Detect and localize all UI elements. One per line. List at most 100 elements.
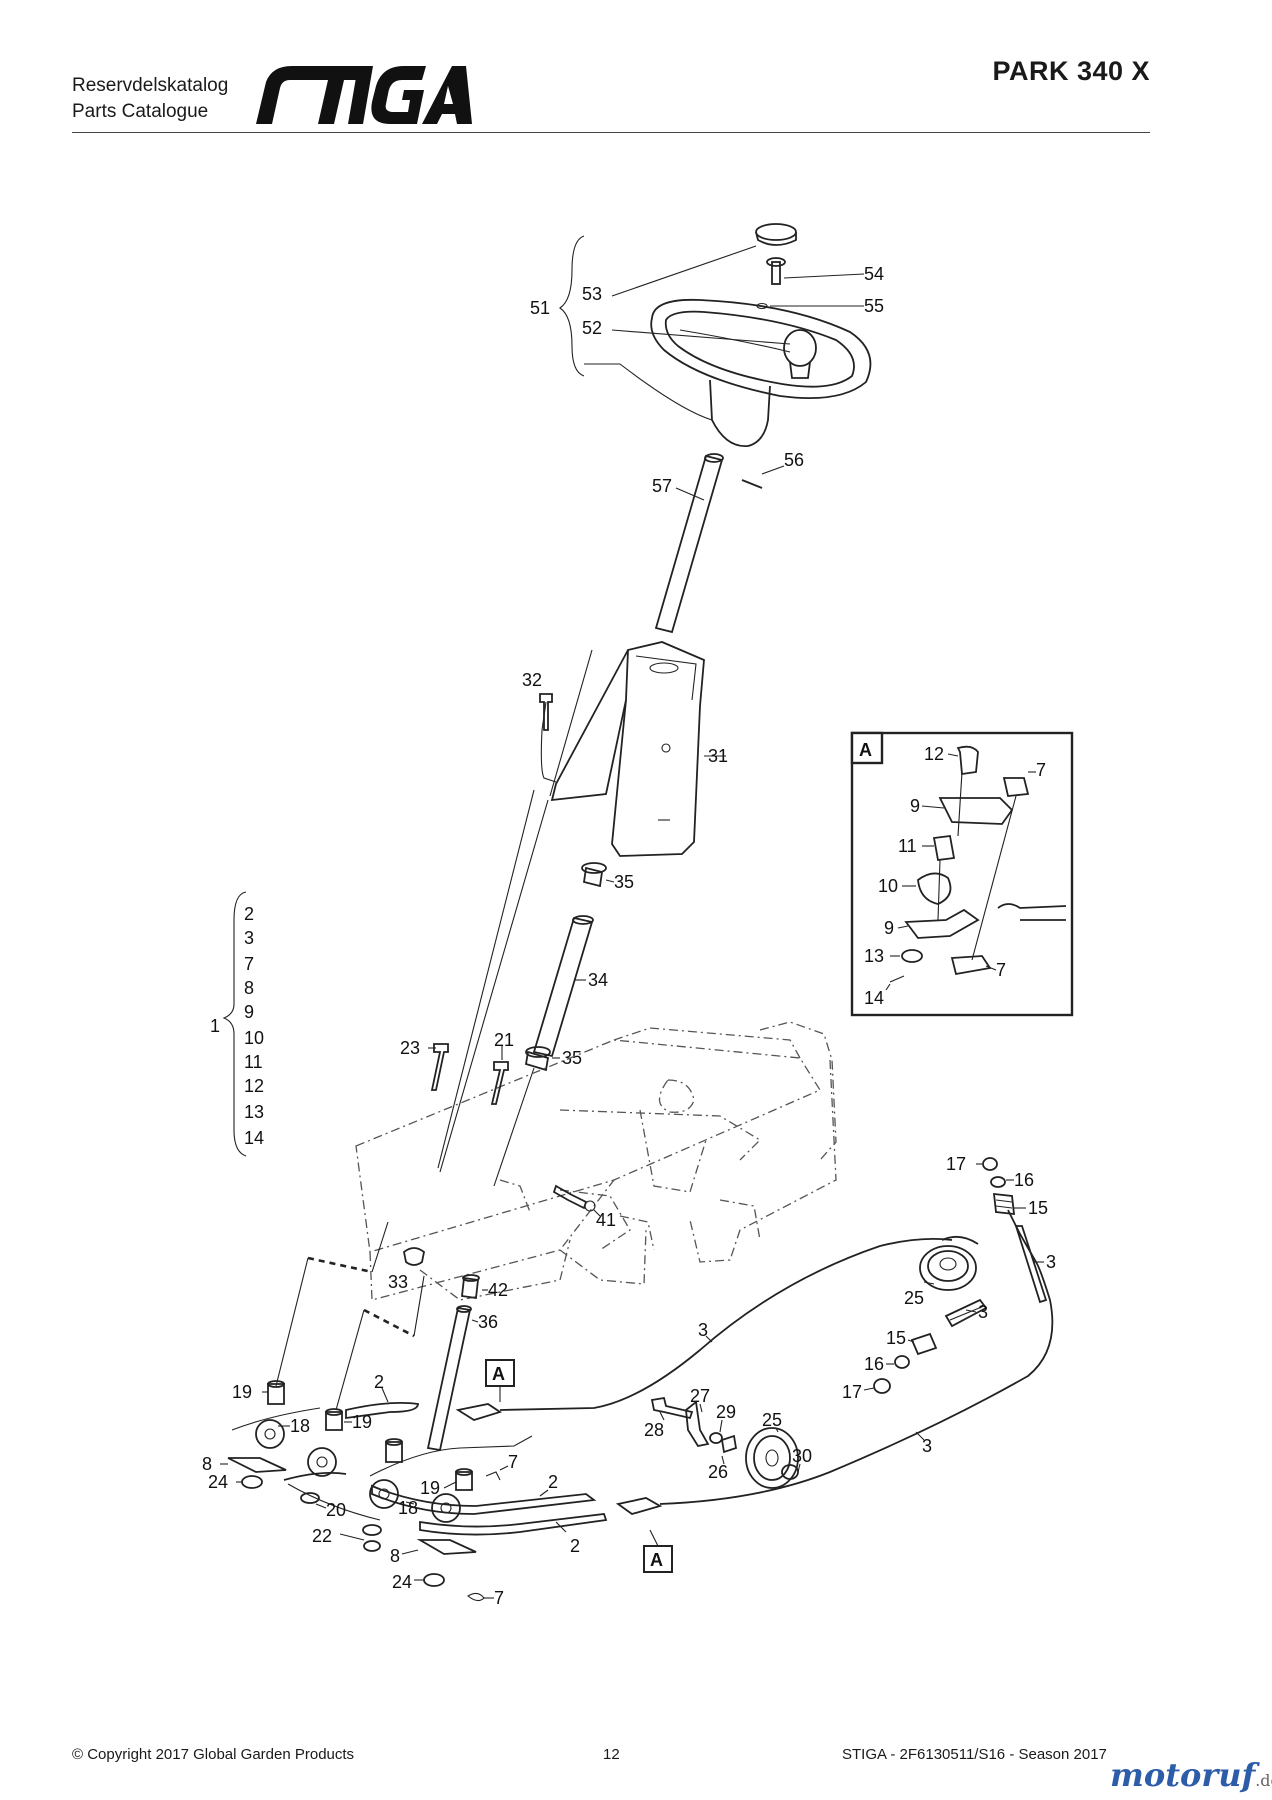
connector: [363, 1308, 415, 1338]
detail-a-callout-7-lower: 7: [996, 960, 1006, 980]
assembly-line: [439, 799, 549, 1173]
leader-30: [797, 1463, 801, 1473]
callout-34: 34: [588, 970, 608, 990]
footer-copyright: © Copyright 2017 Global Garden Products: [72, 1746, 355, 1763]
kit-1-label: 1: [210, 1016, 220, 1036]
callout-3-b: 3: [922, 1436, 932, 1456]
leader-20: [315, 1503, 327, 1509]
kit-1-item: 11: [244, 1052, 263, 1072]
ref-a-upper-label: A: [492, 1364, 505, 1384]
steering-shaft: [654, 453, 763, 634]
detail-a-callout-14: 14: [864, 988, 884, 1008]
idler-pulley-assembly: [650, 1396, 799, 1489]
callout-2-upper: 2: [374, 1372, 384, 1392]
callout-25-upper: 25: [904, 1288, 924, 1308]
assembly-line: [275, 1257, 309, 1387]
ref-a-lower-label: A: [650, 1550, 663, 1570]
leader-29: [719, 1419, 723, 1433]
leader-detail-9a: [921, 805, 945, 809]
callout-19-b: 19: [352, 1412, 372, 1432]
callout-16-lower: 16: [864, 1354, 884, 1374]
leader-2a: [381, 1387, 389, 1403]
kit-1-brace: [222, 891, 247, 1157]
cable-end-lower: [615, 1497, 663, 1515]
callout-51: 51: [530, 298, 550, 318]
assembly-line: [437, 789, 535, 1169]
column-tube: [524, 862, 607, 1072]
callout-28: 28: [644, 1420, 664, 1440]
callout-31: 31: [708, 746, 728, 766]
callout-19-c: 19: [420, 1478, 440, 1498]
leader-32: [540, 701, 557, 783]
callout-41: 41: [596, 1210, 616, 1230]
callout-29: 29: [716, 1402, 736, 1422]
catalog-title-line2: Parts Catalogue: [72, 101, 209, 122]
catalog-title-line1: Reservdelskatalog: [72, 75, 229, 96]
callout-24-b: 24: [392, 1572, 412, 1592]
callout-24-a: 24: [208, 1472, 228, 1492]
kit-1-item: 12: [244, 1076, 264, 1096]
kit-1-item: 10: [244, 1028, 264, 1048]
leader-detail-14: [885, 983, 891, 991]
connector: [307, 1256, 373, 1274]
watermark-tld: .de: [1255, 1771, 1272, 1790]
callout-32: 32: [522, 670, 542, 690]
leader-25a: [923, 1281, 935, 1285]
detail-a-callout-12: 12: [924, 744, 944, 764]
detail-a-callout-11: 11: [898, 836, 917, 856]
callout-8-b: 8: [390, 1546, 400, 1566]
leader-detail-7b: [985, 965, 997, 971]
assembly-line: [335, 1309, 365, 1411]
leader-22: [339, 1533, 365, 1541]
model-name: PARK 340 X: [992, 56, 1150, 86]
kit-1-item: 7: [244, 954, 254, 974]
leader-56: [761, 465, 785, 475]
callout-57: 57: [652, 476, 672, 496]
detail-a-callout-7-upper: 7: [1036, 760, 1046, 780]
leader-25b: [775, 1427, 779, 1433]
leader-19c: [443, 1481, 457, 1489]
leader-3b: [965, 1309, 977, 1313]
assembly-line: [413, 1275, 425, 1337]
callout-54: 54: [864, 264, 884, 284]
column-bracket: [550, 641, 705, 857]
callout-42: 42: [488, 1280, 508, 1300]
kit-1-item: 14: [244, 1128, 264, 1148]
callout-22: 22: [312, 1526, 332, 1546]
leader-detail-9b: [897, 925, 909, 929]
detail-ref-box-a-upper: A: [485, 1359, 515, 1402]
callout-35-lower: 35: [562, 1048, 582, 1068]
callout-2-lower: 2: [570, 1536, 580, 1556]
callout-56: 56: [784, 450, 804, 470]
callout-3-upper: 3: [1046, 1252, 1056, 1272]
callout-17-lower: 17: [842, 1382, 862, 1402]
callout-19-a: 19: [232, 1382, 252, 1402]
callout-8-a: 8: [202, 1454, 212, 1474]
callout-21: 21: [494, 1030, 514, 1050]
cable-adjuster-upper: [982, 1157, 1048, 1304]
assembly-line: [371, 1221, 389, 1273]
kit-1-item: 8: [244, 978, 254, 998]
leader-51-hub: [584, 363, 713, 421]
leader-35a: [605, 879, 615, 883]
leader-detail-12: [947, 753, 959, 757]
lower-shaft-parts: [403, 1247, 480, 1452]
detail-ref-box-a-lower: A: [643, 1529, 673, 1573]
callout-30: 30: [792, 1446, 812, 1466]
leader-52: [611, 329, 791, 345]
detail-a-title: A: [859, 740, 872, 760]
callout-17-upper: 17: [946, 1154, 966, 1174]
leader-28: [659, 1411, 665, 1421]
bolt-32: [539, 693, 553, 731]
kit-1-item: 13: [244, 1102, 264, 1122]
callout-55: 55: [864, 296, 884, 316]
leader-17b: [863, 1387, 875, 1391]
callout-3-lower-adjuster: 3: [978, 1302, 988, 1322]
callout-15-upper: 15: [1028, 1198, 1048, 1218]
leader-8b: [401, 1549, 419, 1555]
leader-2c: [555, 1521, 567, 1533]
callout-3-a: 3: [698, 1320, 708, 1340]
callout-20: 20: [326, 1500, 346, 1520]
detail-a-callout-10: 10: [878, 876, 898, 896]
callout-25-lower: 25: [762, 1410, 782, 1430]
